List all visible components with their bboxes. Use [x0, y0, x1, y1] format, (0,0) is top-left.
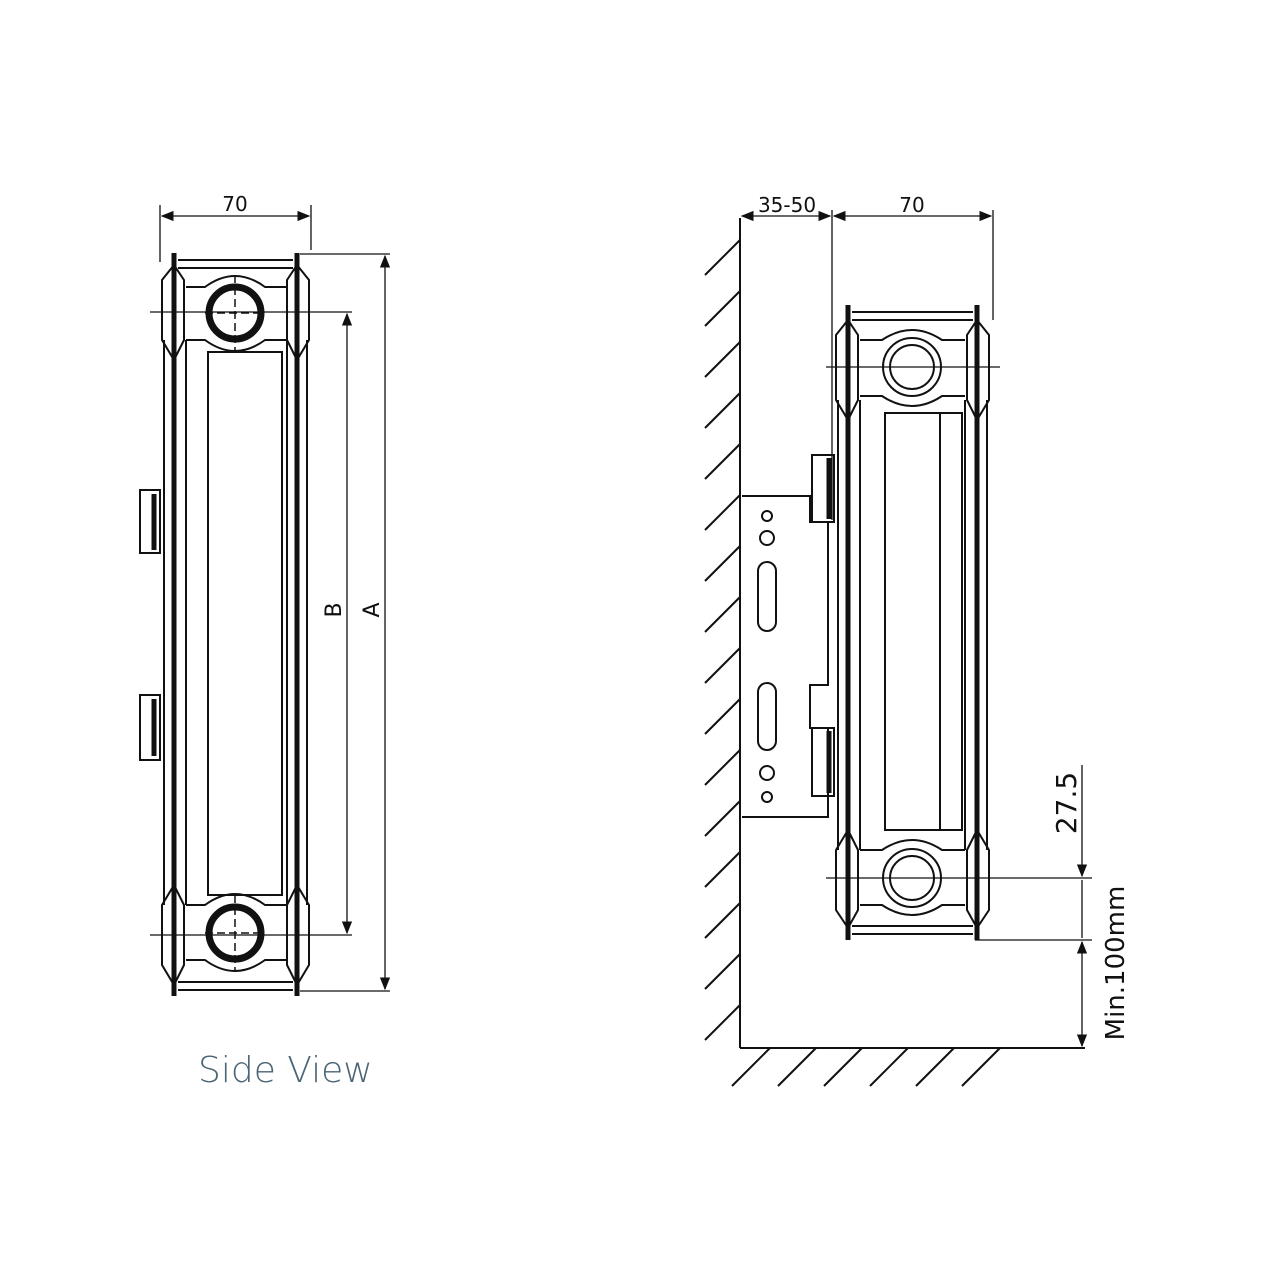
hatch-line [704, 749, 741, 786]
hatch-line [704, 902, 741, 939]
wall-bracket [742, 454, 835, 818]
wall-gap-label: 35-50 [758, 193, 816, 217]
pipe-offset-label: 27.5 [1050, 772, 1083, 834]
hatch-line [731, 1047, 771, 1087]
dim-a-label: A [360, 602, 385, 617]
hatch-line [704, 647, 741, 684]
hatch-line [704, 698, 741, 735]
hatch-line [704, 1004, 741, 1041]
hatch-line [704, 341, 741, 378]
hatch-line [704, 545, 741, 582]
floor-clearance-label: Min.100mm [1101, 886, 1131, 1041]
radiator-front-body [826, 305, 1000, 940]
hatch-line [704, 851, 741, 888]
hatch-line [704, 800, 741, 837]
hatch-line [704, 596, 741, 633]
installation-view: 35-50 70 [704, 193, 1131, 1087]
install-width-label: 70 [899, 193, 924, 217]
dim-b-label: B [322, 602, 347, 617]
hatch-line [777, 1047, 817, 1087]
side-view-caption: Side View [198, 1050, 373, 1091]
side-width-label: 70 [222, 192, 247, 216]
hatch-line [704, 953, 741, 990]
hatch-line [823, 1047, 863, 1087]
hatch-line [704, 392, 741, 429]
hatch-line [704, 239, 741, 276]
hatch-line [961, 1047, 1001, 1087]
side-view: 70 [139, 192, 391, 996]
radiator-side-body [139, 253, 310, 996]
hatch-line [704, 443, 741, 480]
hatch-line [869, 1047, 909, 1087]
hatch-line [704, 494, 741, 531]
hatch-line [915, 1047, 955, 1087]
wall [704, 218, 1085, 1087]
hatch-line [704, 290, 741, 327]
